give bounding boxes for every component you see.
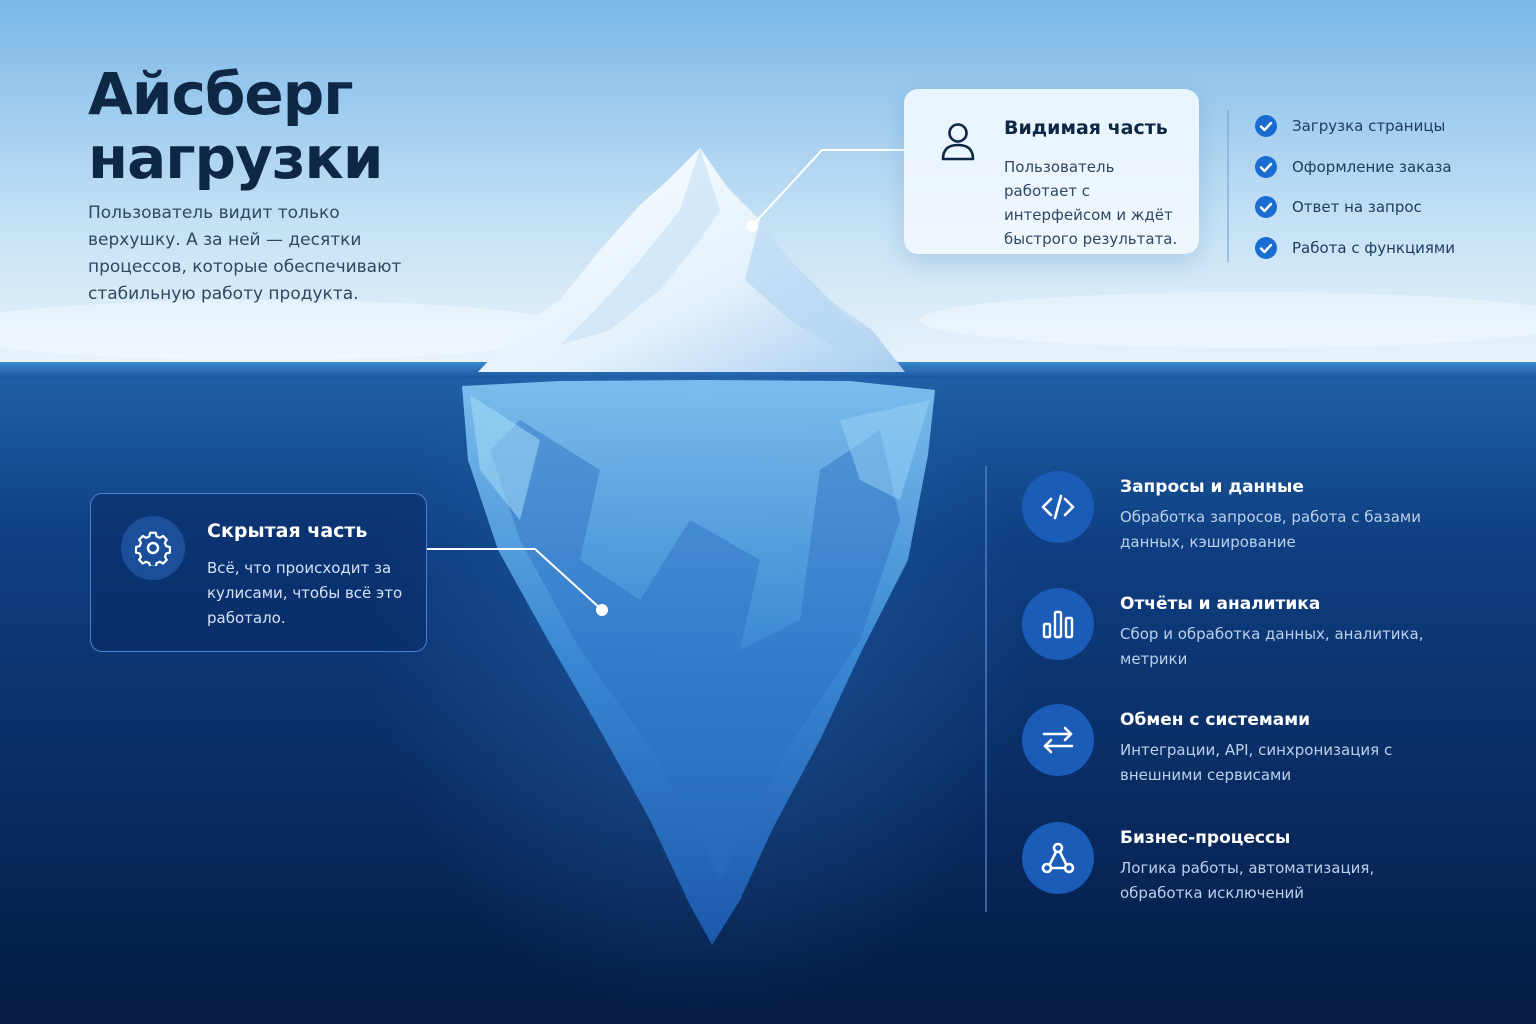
gear-icon xyxy=(135,531,171,566)
page-title: Айсберг нагрузки xyxy=(88,62,508,190)
visible-item: Ответ на запрос xyxy=(1254,195,1455,236)
hidden-item-integrations: Обмен с системами Интеграции, API, синхр… xyxy=(1022,704,1502,784)
check-circle-icon xyxy=(1255,196,1277,218)
hidden-part-card: Скрытая часть Всё, что происходит за кул… xyxy=(90,493,427,652)
bar-chart-icon xyxy=(1042,610,1074,639)
code-icon xyxy=(1041,494,1075,520)
visible-part-text: Пользователь работает с интерфейсом и жд… xyxy=(1004,158,1178,248)
visible-item: Работа с функциями xyxy=(1254,236,1455,277)
title-line-1: Айсберг xyxy=(88,60,354,128)
hidden-item-queries: Запросы и данные Обработка запросов, раб… xyxy=(1022,471,1502,551)
hidden-item-description: Обработка запросов, работа с базами данн… xyxy=(1120,508,1421,551)
hidden-item-description: Сбор и обработка данных, аналитика, метр… xyxy=(1120,625,1424,668)
visible-item: Оформление заказа xyxy=(1254,155,1455,196)
check-circle-icon xyxy=(1255,155,1277,178)
code-icon-badge xyxy=(1022,471,1094,543)
bar-chart-icon-badge xyxy=(1022,588,1094,660)
visible-part-card: Видимая часть Пользователь работает с ин… xyxy=(904,89,1199,254)
title-line-2: нагрузки xyxy=(88,124,384,192)
visible-item-label: Ответ на запрос xyxy=(1292,198,1422,216)
workflow-icon-badge xyxy=(1022,822,1094,894)
hidden-item-title: Отчёты и аналитика xyxy=(1120,594,1321,614)
hidden-divider xyxy=(985,466,987,912)
visible-items-list: Загрузка страницы Оформление заказа Отве… xyxy=(1254,114,1455,276)
visible-part-title: Видимая часть xyxy=(1004,117,1168,139)
hidden-item-description: Логика работы, автоматизация, обработка … xyxy=(1120,859,1375,902)
visible-item-label: Загрузка страницы xyxy=(1292,117,1446,135)
exchange-arrows-icon-badge xyxy=(1022,704,1094,776)
exchange-arrows-icon xyxy=(1042,726,1074,754)
visible-divider xyxy=(1227,110,1229,262)
visible-item: Загрузка страницы xyxy=(1254,114,1455,155)
user-icon xyxy=(941,123,975,161)
gear-icon-badge xyxy=(121,516,185,580)
hidden-item-reports: Отчёты и аналитика Сбор и обработка данн… xyxy=(1022,588,1502,668)
hidden-item-title: Запросы и данные xyxy=(1120,477,1304,497)
hidden-item-business: Бизнес-процессы Логика работы, автоматиз… xyxy=(1022,822,1502,902)
visible-item-label: Работа с функциями xyxy=(1292,238,1455,257)
visible-item-label: Оформление заказа xyxy=(1292,157,1452,176)
hidden-part-text: Всё, что происходит за кулисами, чтобы в… xyxy=(207,559,403,627)
hidden-item-description: Интеграции, API, синхронизация с внешним… xyxy=(1120,741,1393,784)
workflow-icon xyxy=(1041,842,1075,874)
hidden-part-title: Скрытая часть xyxy=(207,520,368,542)
hidden-item-title: Бизнес-процессы xyxy=(1120,828,1291,848)
intro-text: Пользователь видит только верхушку. А за… xyxy=(88,203,402,304)
hidden-item-title: Обмен с системами xyxy=(1120,710,1311,730)
check-circle-icon xyxy=(1255,236,1277,259)
check-circle-icon xyxy=(1255,115,1277,137)
